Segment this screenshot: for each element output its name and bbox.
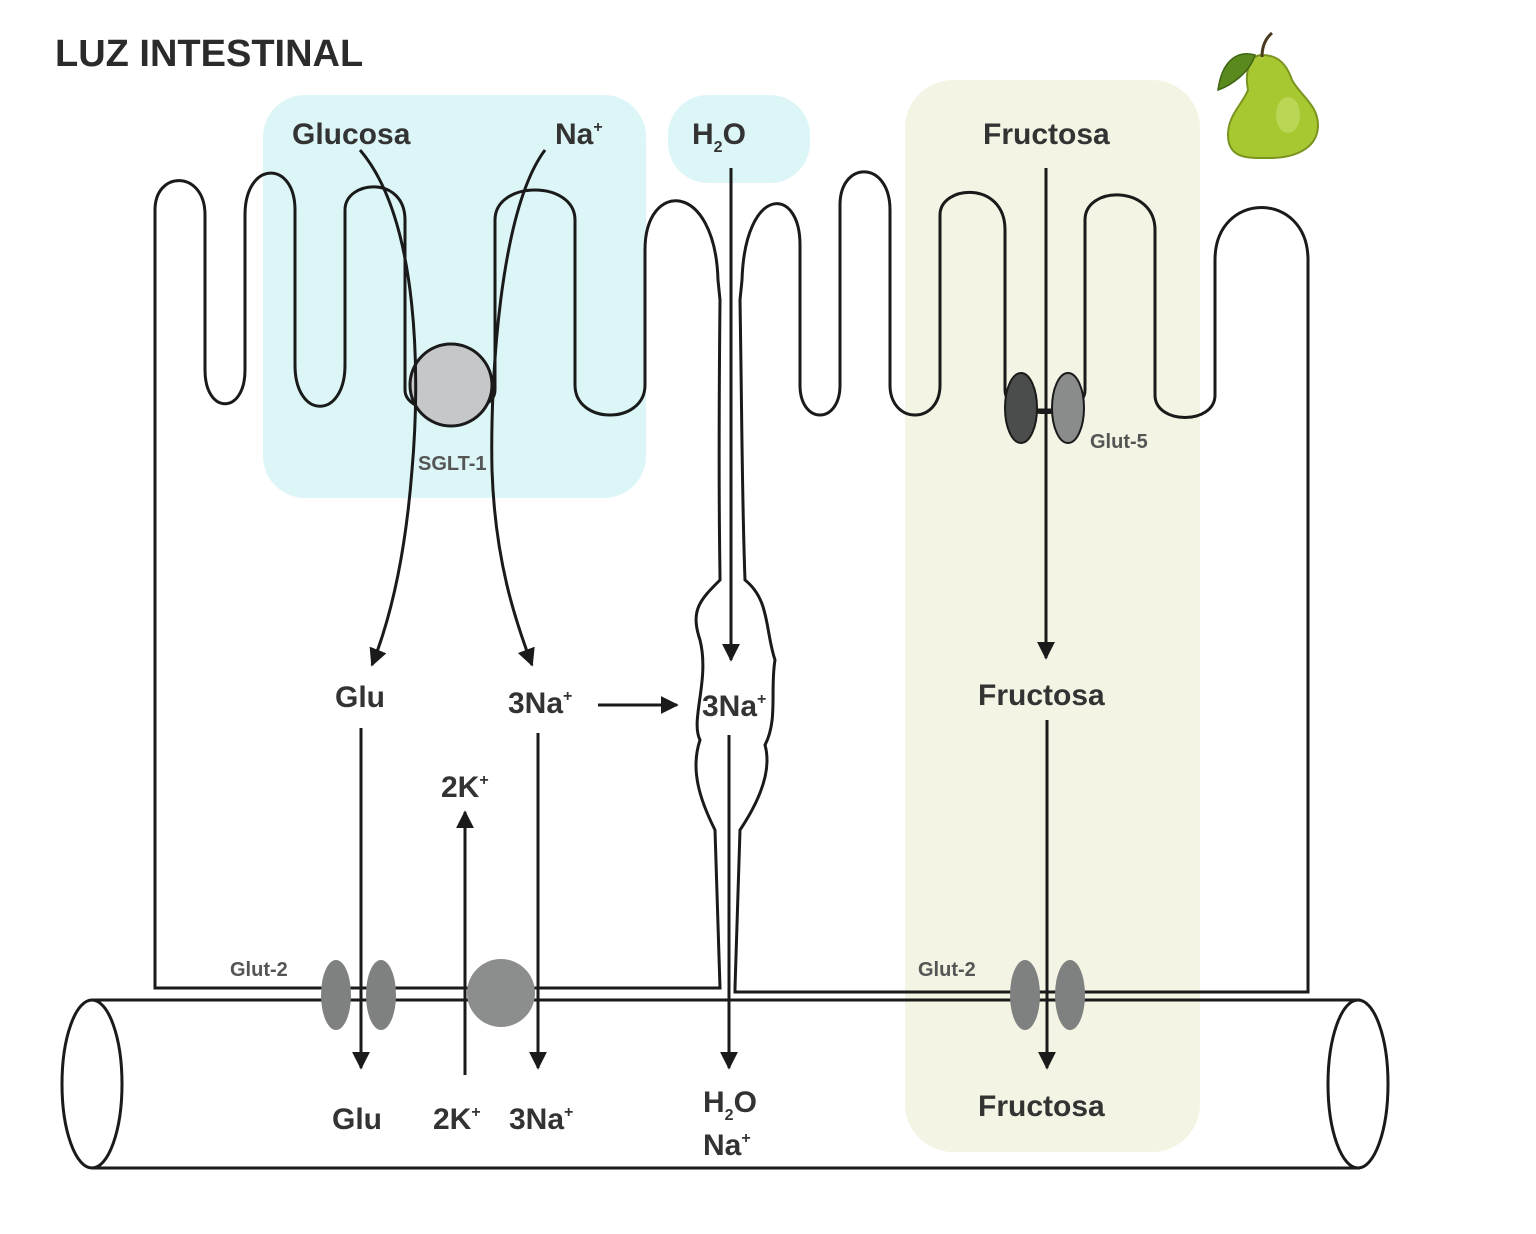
cell-fructose-label: Fructosa: [978, 679, 1105, 712]
glut2-left-label: Glut-2: [230, 959, 288, 981]
cell-glucose-label: Glu: [335, 681, 385, 714]
blood-fructose-label: Fructosa: [978, 1090, 1105, 1123]
glut5-transporter-right: [1051, 372, 1085, 444]
sglt1-label: SGLT-1: [418, 453, 487, 475]
blood-glucose-label: Glu: [332, 1103, 382, 1136]
page-title: LUZ INTESTINAL: [55, 33, 363, 75]
cell-sodium-label: 3Na+: [508, 687, 572, 720]
blood-sodium-label: 3Na+: [509, 1103, 573, 1136]
epithelial-cell-outline-right: [733, 170, 1310, 994]
blood-water-label: H2O: [703, 1086, 757, 1124]
lumen-fructose-label: Fructosa: [983, 118, 1110, 151]
lumen-water-label: H2O: [692, 118, 746, 156]
sglt1-transporter: [408, 342, 494, 428]
water-panel: [668, 95, 810, 183]
glut2-transporter-right-a: [1010, 960, 1040, 1030]
cell-potassium-label: 2K+: [441, 771, 489, 804]
blood-na-label: Na+: [703, 1129, 751, 1162]
glut2-right-label: Glut-2: [918, 959, 976, 981]
glucose-panel: [263, 95, 646, 498]
glut5-transporter-left: [1004, 372, 1038, 444]
glucose-entry-arrow: [358, 149, 418, 667]
glut5-label: Glut-5: [1090, 431, 1148, 453]
lumen-glucose-label: Glucosa: [292, 118, 411, 151]
pear-icon: [1217, 31, 1320, 160]
glut2-transporter-left-b: [366, 960, 396, 1030]
glut2-transporter-right-b: [1055, 960, 1085, 1030]
na-k-pump: [467, 959, 535, 1027]
lumen-sodium-label: Na+: [555, 118, 603, 151]
glut2-transporter-left-a: [321, 960, 351, 1030]
blood-potassium-label: 2K+: [433, 1103, 481, 1136]
fructose-panel: [905, 80, 1200, 1152]
blood-vessel: [60, 998, 1390, 1170]
sodium-entry-arrow: [490, 149, 547, 667]
junction-sodium-label: 3Na+: [702, 690, 766, 723]
epithelial-cell-outline: [153, 171, 722, 990]
